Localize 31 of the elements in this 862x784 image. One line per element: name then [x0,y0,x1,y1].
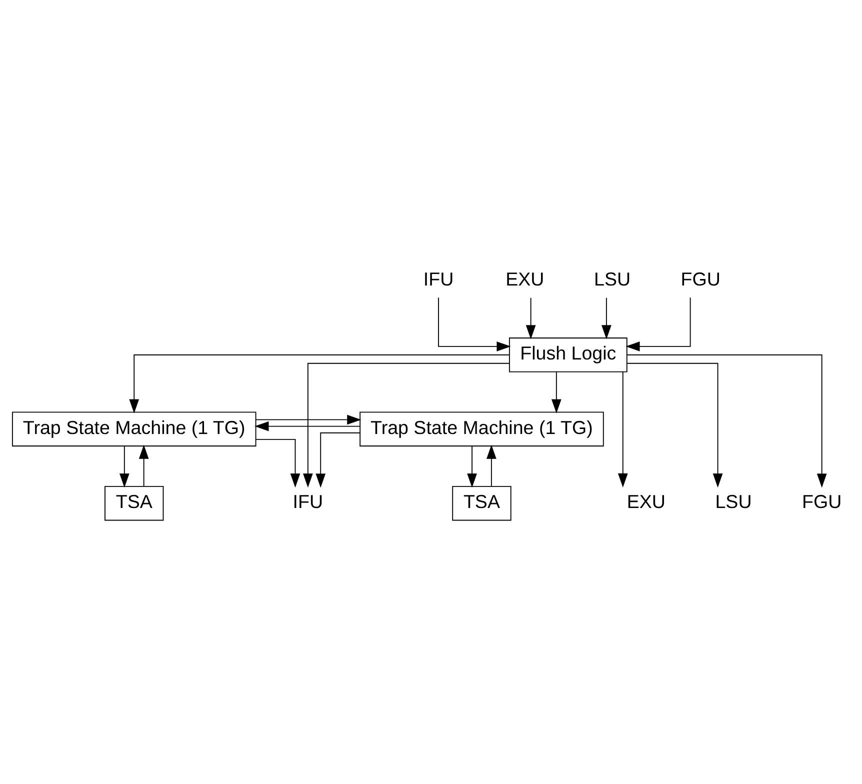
node-box: TSA [104,486,164,521]
arrow [526,297,536,340]
arrow [129,354,510,414]
arrow [255,438,300,488]
arrow [551,372,562,414]
node-text: LSU [594,268,631,290]
arrow [119,446,130,488]
node-box: Trap State Machine (1 TG) [12,412,256,446]
arrow [302,362,510,488]
arrow [138,444,149,487]
arrow [626,354,827,488]
arrow [467,446,477,488]
arrow [255,414,362,425]
node-box: TSA [452,486,512,521]
arrow [618,371,628,488]
node-text: FGU [802,491,842,512]
arrow [438,297,511,352]
node-text: IFU [423,268,454,290]
node-text: LSU [715,491,752,512]
arrow [626,297,691,352]
node-box: Flush Logic [508,338,628,372]
arrow [254,421,360,432]
arrow [626,362,723,488]
node-text: EXU [506,268,544,290]
node-box: Trap State Machine (1 TG) [360,412,604,446]
node-text: FGU [680,268,720,290]
node-text: IFU [292,491,324,512]
arrow [602,297,612,340]
arrow [486,444,496,487]
arrow [316,432,360,488]
node-text: EXU [626,491,666,512]
